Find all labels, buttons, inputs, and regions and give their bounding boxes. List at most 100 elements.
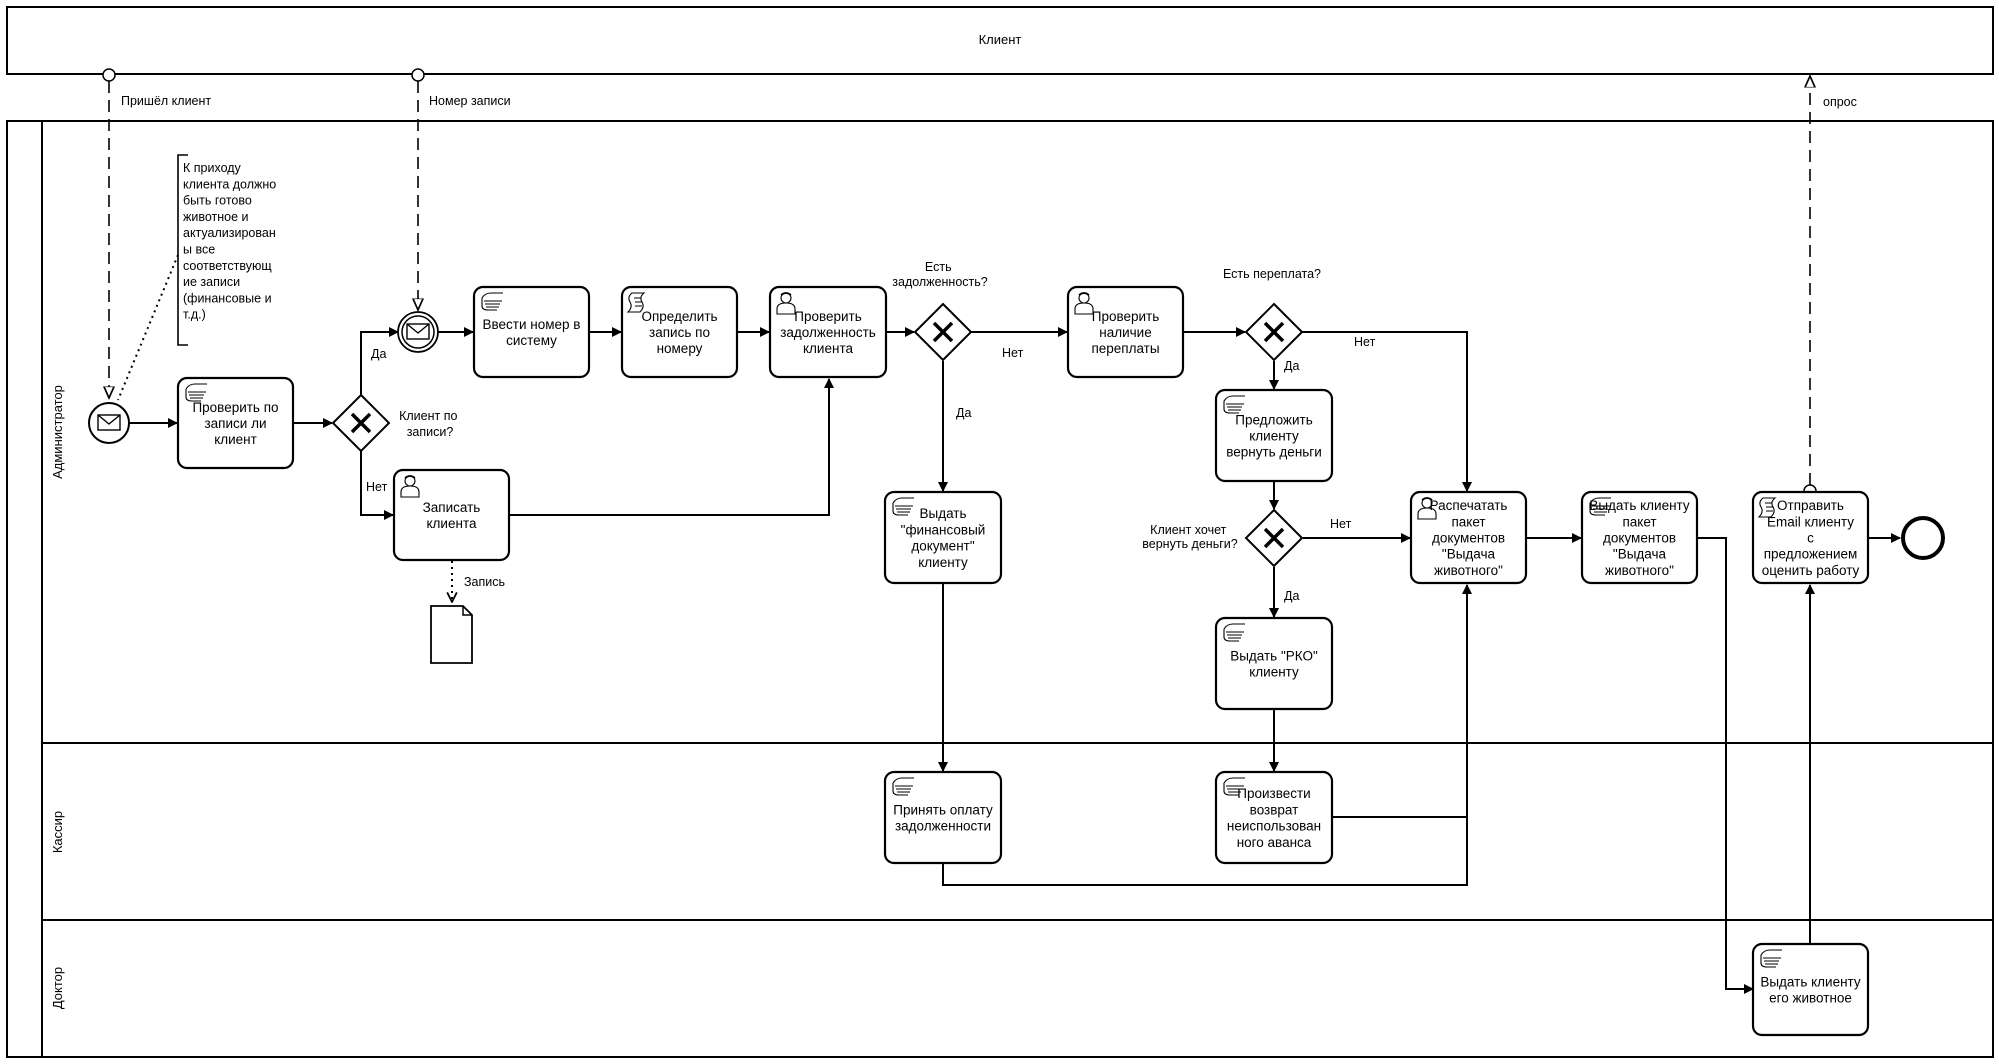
task-label-line: Определить <box>641 309 717 324</box>
task-label-line: документов <box>1603 531 1676 546</box>
task-label-line: вернуть деньги <box>1226 445 1322 460</box>
task-label-line: животного" <box>1434 563 1503 578</box>
task-label-line: возврат <box>1250 802 1299 817</box>
x-icon <box>932 321 954 343</box>
task-label-line: документов <box>1432 531 1505 546</box>
gateway-label-has-debt: Есть задолженность? <box>892 260 988 289</box>
client-pool-title: Клиент <box>979 32 1022 47</box>
task-label-line: клиенту <box>1249 429 1299 444</box>
task-label-line: Распечатать <box>1430 498 1508 513</box>
task-label-line: Проверить <box>1092 309 1160 324</box>
task-label-line: "Выдача <box>1613 547 1667 562</box>
message-flow-record-number[interactable] <box>411 68 425 310</box>
message-flow-client-came[interactable] <box>102 68 116 398</box>
end-event[interactable] <box>1901 516 1945 560</box>
message-label-survey: опрос <box>1823 95 1857 109</box>
gateway-wants-refund[interactable] <box>1244 508 1304 568</box>
task-label-line: номеру <box>657 341 703 356</box>
script-task-icon <box>626 292 646 313</box>
flow-label-no: Нет <box>1354 335 1376 349</box>
task-label-line: задолженности <box>895 819 991 834</box>
task-label-line: систему <box>506 333 557 348</box>
task-label-line: пакет <box>1622 514 1656 529</box>
task-label-line: с <box>1807 531 1814 546</box>
manual-task-icon <box>1589 497 1611 516</box>
annotation-text: К приходу клиента должно быть готово жив… <box>183 161 280 322</box>
message-label-client-came: Пришёл клиент <box>121 94 211 108</box>
start-event-client-came[interactable] <box>88 402 130 444</box>
task-label-line: Записать <box>423 500 481 515</box>
task-label-line: Выдать "РКО" <box>1230 648 1318 663</box>
task-label-line: его животное <box>1769 991 1852 1006</box>
task-label-line: Выдать клиенту <box>1760 974 1861 989</box>
task-label-line: записи ли <box>204 416 266 431</box>
flow-label-no: Нет <box>1330 517 1352 531</box>
gateway-has-overpay[interactable] <box>1244 302 1304 362</box>
task-give-animal[interactable]: Выдать клиенту его животное <box>1751 942 1870 1037</box>
task-label-line: Email клиенту <box>1767 514 1854 529</box>
task-label-line: ного аванса <box>1237 835 1312 850</box>
task-print-docs[interactable]: Распечататьпакетдокументов"Выдачаживотно… <box>1409 490 1528 585</box>
task-label-line: Отправить <box>1777 498 1844 513</box>
task-label-line: клиента <box>427 516 477 531</box>
intermediate-event-record-number[interactable] <box>397 311 439 353</box>
task-label-line: клиента <box>803 341 853 356</box>
user-task-icon <box>1417 497 1437 520</box>
manual-task-icon <box>1223 777 1245 796</box>
x-icon <box>1263 527 1285 549</box>
gateway-by-record[interactable] <box>331 393 391 453</box>
manual-task-icon <box>185 383 207 402</box>
flow-label-yes: Да <box>371 347 386 361</box>
task-accept-payment[interactable]: Принять оплату задолженности <box>883 770 1003 865</box>
lane-cashier: Кассир <box>50 811 65 853</box>
task-label-line: предложением <box>1764 547 1858 562</box>
gateway-label-by-record: Клиент по записи? <box>399 409 461 439</box>
task-label-line: Ввести номер в <box>483 317 581 332</box>
manual-task-icon <box>1223 623 1245 642</box>
task-label-line: клиент <box>214 432 257 447</box>
gateway-has-debt[interactable] <box>913 302 973 362</box>
manual-task-icon <box>481 292 503 311</box>
flow-label-yes: Да <box>1284 589 1299 603</box>
task-label-line: неиспользован <box>1227 819 1321 834</box>
task-label-line: Предложить <box>1235 412 1312 427</box>
text-annotation[interactable]: К приходу клиента должно быть готово жив… <box>117 154 280 401</box>
message-label-record-number: Номер записи <box>429 94 511 108</box>
script-task-icon <box>1757 497 1777 518</box>
task-give-docs[interactable]: Выдать клиентупакетдокументов"Выдачаживо… <box>1580 490 1699 585</box>
flow-label-no: Нет <box>1002 346 1024 360</box>
flow-label-no: Нет <box>366 480 388 494</box>
flow-label-yes: Да <box>1284 359 1299 373</box>
x-icon <box>1263 321 1285 343</box>
task-label-line: оценить работу <box>1762 563 1860 578</box>
task-label-line: клиенту <box>918 555 968 570</box>
task-label-line: Выдать <box>919 506 966 521</box>
task-issue-rko[interactable]: Выдать "РКО" клиенту <box>1214 616 1334 711</box>
task-label-line: клиенту <box>1249 665 1299 680</box>
envelope-icon <box>97 414 121 431</box>
gateway-label-wants-refund: Клиент хочет вернуть деньги? <box>1142 523 1237 551</box>
flow-label-yes: Да <box>956 406 971 420</box>
task-label-line: пакет <box>1451 514 1485 529</box>
lane-admin: Администратор <box>50 385 65 479</box>
task-label-line: запись по <box>649 325 710 340</box>
user-task-icon <box>776 292 796 315</box>
x-icon <box>350 412 372 434</box>
task-label-line: Принять оплату <box>893 802 993 817</box>
manual-task-icon <box>892 497 914 516</box>
client-pool[interactable]: Клиент <box>6 6 1994 75</box>
task-label-line: Проверить <box>794 309 862 324</box>
data-object-record[interactable] <box>430 605 473 664</box>
